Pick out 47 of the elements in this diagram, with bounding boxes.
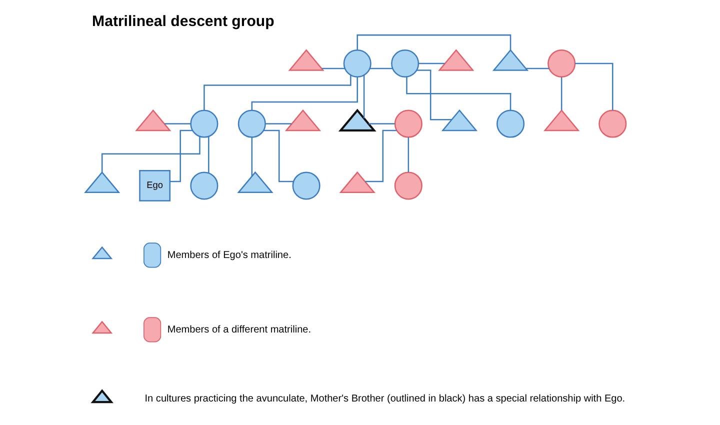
node-triangle [236,171,273,194]
node-triangle [438,49,474,71]
connector [264,123,292,124]
node-triangle [284,109,321,132]
legend-label: In cultures practicing the avunculate, Mother's Brother (outlined in black) has a special relationship with Ego. [144,393,625,404]
diagram-title: Matrilineal descent group [92,13,274,30]
node-triangle [134,109,171,132]
node-circle [190,110,218,138]
connector [364,130,396,182]
connector [416,70,452,120]
legend-label: Members of a different matriline. [166,324,311,336]
node-triangle [288,49,324,71]
connector [164,123,190,124]
connector [369,68,392,70]
node-triangle [492,49,528,71]
node-triangle [440,109,478,132]
connector [407,137,409,172]
connector [321,68,344,70]
node-circle [496,110,524,138]
connector [250,76,358,110]
node-triangle [338,108,376,132]
connector [526,68,549,70]
node-box: Ego [138,170,170,202]
node-circle [390,50,419,78]
connector [100,136,200,172]
connector [208,136,209,173]
node-circle [394,172,422,200]
node-circle [342,50,371,78]
connector [250,137,252,176]
node-circle [292,172,320,200]
connector [203,75,351,110]
node-circle [190,172,218,200]
connector [169,130,192,182]
connector [362,75,364,118]
node-circle [547,50,576,78]
connector [418,62,444,64]
connector [406,76,511,110]
node-circle [598,110,626,138]
connector [560,77,562,110]
node-circle [394,110,422,138]
node-triangle [84,171,120,194]
legend-label: Members of Ego's matriline. [166,250,291,261]
connector [574,62,613,110]
node-triangle [543,109,580,132]
connector [368,123,394,124]
node-triangle [338,171,375,194]
node-circle [237,110,266,138]
